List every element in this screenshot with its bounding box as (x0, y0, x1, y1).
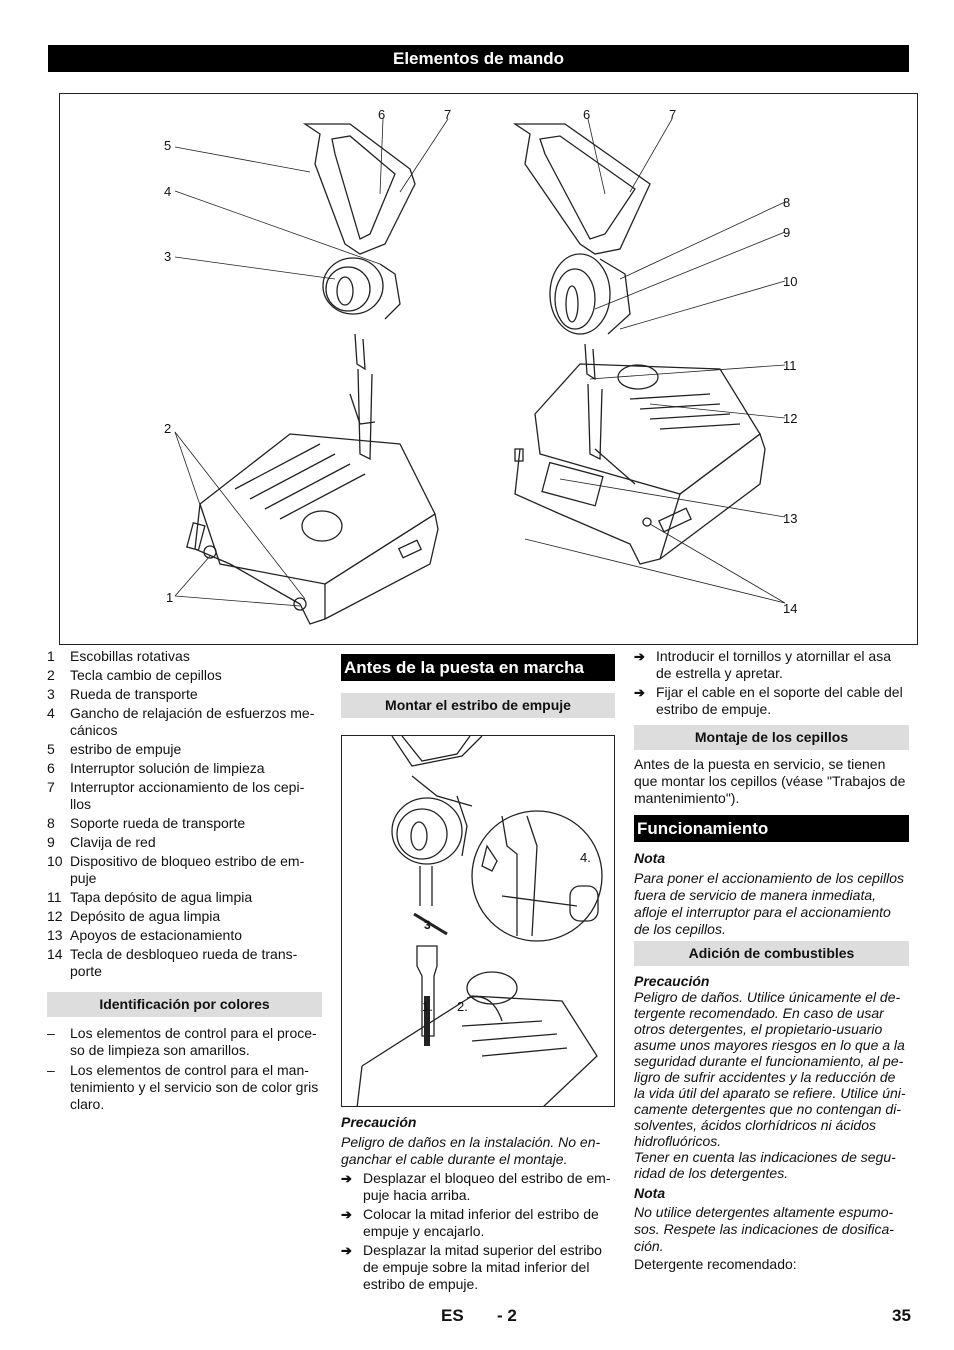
footer-local-page: - 2 (497, 1306, 517, 1325)
before-start-heading: Antes de la puesta en marcha (341, 654, 615, 681)
footer-language: ES (441, 1306, 464, 1325)
color-id-heading: Identificación por colores (47, 992, 322, 1017)
fuel-heading: Adición de combustibles (634, 941, 909, 966)
callout-12: 12 (783, 411, 798, 426)
column-2: Antes de la puesta en marcha Montar el e… (341, 648, 615, 1295)
mount-steps: ➔Desplazar el bloqueo del estribo de em-… (341, 1170, 615, 1293)
callout-4: 4 (164, 184, 172, 199)
list-item: ➔Colocar la mitad inferior del estribo d… (341, 1206, 599, 1239)
arrow-icon: ➔ (341, 1207, 352, 1222)
controls-figure: 6 7 6 7 5 4 3 8 9 10 11 12 2 13 1 14 (59, 93, 918, 645)
step-label-3: 3 (424, 918, 431, 932)
handle-steps: ➔Introducir el tornillos y atornillar el… (634, 648, 909, 718)
fuel-caution-title: Precaución (634, 973, 710, 989)
section-title: Elementos de mando (393, 49, 564, 68)
operation-note-text: Para poner el accionamiento de los cepil… (634, 870, 905, 937)
brushes-heading: Montaje de los cepillos (634, 725, 909, 750)
mount-handle-heading: Montar el estribo de empuje (341, 693, 615, 718)
list-item: ➔Desplazar la mitad superior del estribo… (341, 1242, 602, 1292)
section-title-bar: Elementos de mando (48, 45, 909, 72)
machine-illustrations (174, 118, 786, 625)
operation-note-title: Nota (634, 850, 666, 866)
fuel-caution-text: Peligro de daños. Utilice únicamente el … (634, 989, 906, 1149)
step-label-4: 4. (580, 850, 591, 865)
callout-13: 13 (783, 511, 798, 526)
fuel-note-title: Nota (634, 1185, 666, 1201)
operation-heading: Funcionamiento (634, 815, 909, 842)
machine-rear-view (512, 123, 766, 565)
list-item: ➔Fijar el cable en el soporte del cable … (634, 684, 903, 717)
list-item: –Los elementos de control para el man-te… (47, 1062, 319, 1112)
machine-front-view (186, 123, 439, 625)
callout-6a: 6 (378, 107, 386, 122)
callout-7b: 7 (669, 107, 677, 122)
column-3: ➔Introducir el tornillos y atornillar el… (634, 648, 909, 1273)
callout-8: 8 (783, 195, 791, 210)
fuel-note-text: No utilice detergentes altamente espumo-… (634, 1204, 894, 1254)
list-item: ➔Introducir el tornillos y atornillar el… (634, 648, 891, 681)
mount-handle-figure: 4. 3 1. 2. (341, 735, 615, 1107)
list-item: –Los elementos de control para el proce-… (47, 1025, 317, 1058)
caution-title: Precaución (341, 1114, 417, 1130)
footer-page-number: 35 (892, 1306, 911, 1325)
recommended-detergent: Detergente recomendado: (634, 1256, 797, 1272)
callout-11: 11 (783, 358, 797, 373)
callout-1: 1 (166, 590, 174, 605)
arrow-icon: ➔ (634, 649, 645, 664)
callout-2: 2 (164, 421, 172, 436)
arrow-icon: ➔ (341, 1243, 352, 1258)
callout-6b: 6 (583, 107, 591, 122)
callout-3: 3 (164, 249, 172, 264)
color-id-list: –Los elementos de control para el proce-… (47, 1025, 322, 1113)
brushes-text: Antes de la puesta en servicio, se tiene… (634, 756, 906, 806)
caution-text: Peligro de daños en la instalación. No e… (341, 1134, 601, 1167)
callout-leader-lines (174, 118, 786, 607)
step-label-1: 1. (422, 999, 433, 1014)
callout-9: 9 (783, 225, 791, 240)
list-item: ➔Desplazar el bloqueo del estribo de em-… (341, 1170, 611, 1203)
callout-7a: 7 (444, 107, 452, 122)
mount-handle-illustration (356, 736, 603, 1106)
callout-14: 14 (783, 601, 798, 616)
callout-10: 10 (783, 274, 798, 289)
step-label-2: 2. (457, 999, 468, 1014)
arrow-icon: ➔ (634, 685, 645, 700)
fuel-caution-text-2: Tener en cuenta las indicaciones de segu… (634, 1149, 896, 1181)
callout-5: 5 (164, 138, 172, 153)
arrow-icon: ➔ (341, 1171, 352, 1186)
